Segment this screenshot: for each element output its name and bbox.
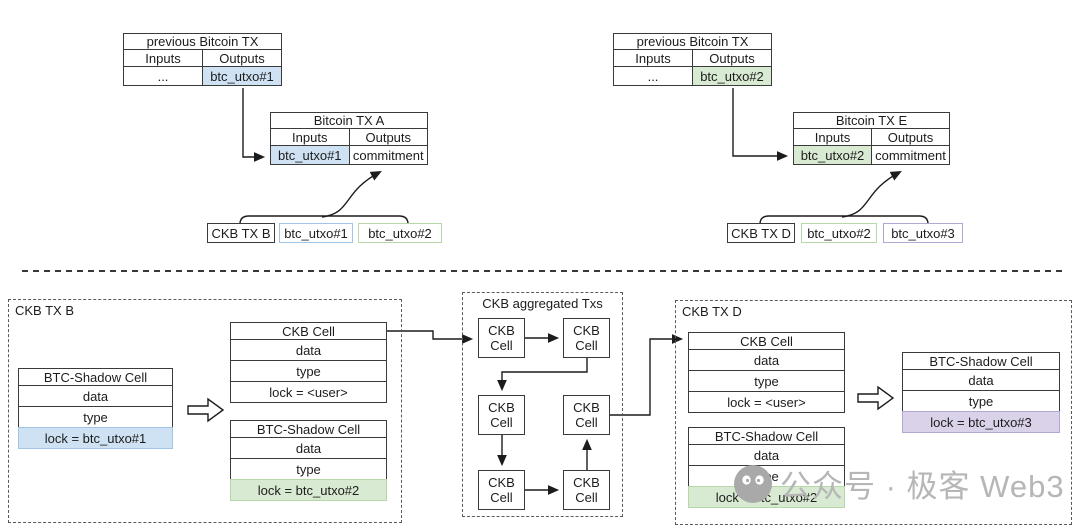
ckb-tx-b-group: CKB TX B <box>8 299 402 523</box>
lock-row: lock = btc_utxo#3 <box>902 411 1060 433</box>
data-row: data <box>902 369 1060 391</box>
btc-shadow-cell-table-output-txb: BTC-Shadow Cell data type lock = btc_utx… <box>230 420 387 501</box>
header-row: Inputs Outputs <box>793 128 950 146</box>
cell-title: CKB Cell <box>688 332 845 350</box>
type-row: type <box>902 390 1060 412</box>
mini-line1: CKB <box>573 323 600 338</box>
inputs-header-cell: Inputs <box>814 129 851 145</box>
data-row: data <box>230 339 387 361</box>
ckb-cell-table-txd: CKB Cell data type lock = <user> <box>688 332 845 413</box>
type-row: type <box>18 406 173 428</box>
arrow-prev-to-txA <box>242 88 266 162</box>
table-title: previous Bitcoin TX <box>123 33 282 50</box>
cell-title: BTC-Shadow Cell <box>18 368 173 386</box>
btc-shadow-cell-table-input-txd: BTC-Shadow Cell data type lock = btc_utx… <box>688 427 845 508</box>
value-row: btc_utxo#1 commitment <box>270 145 428 165</box>
mini-line1: CKB <box>488 400 515 415</box>
mini-line1: CKB <box>488 323 515 338</box>
bitcoin-tx-e-table: Bitcoin TX E Inputs Outputs btc_utxo#2 c… <box>793 112 950 165</box>
cell-title: CKB Cell <box>230 322 387 340</box>
ckb-cell-table-txb: CKB Cell data type lock = <user> <box>230 322 387 403</box>
arrow-prev-to-txE <box>732 88 789 161</box>
ckb-cell-mini-b: CKB Cell <box>563 318 610 358</box>
output-value-cell: commitment <box>871 146 949 164</box>
ckb-cell-mini-d: CKB Cell <box>563 395 610 435</box>
table-title: previous Bitcoin TX <box>613 33 772 50</box>
value-row: ... btc_utxo#1 <box>123 66 282 86</box>
inputs-header-cell: Inputs <box>292 129 328 145</box>
ckb-tx-d-chip: CKB TX D <box>727 223 795 243</box>
arrow-ckbD-to-commitment <box>841 171 902 218</box>
prev-bitcoin-tx-table-right: previous Bitcoin TX Inputs Outputs ... b… <box>613 33 772 86</box>
data-row: data <box>230 437 387 459</box>
value-row: btc_utxo#2 commitment <box>793 145 950 165</box>
arrow-ckbB-to-commitment <box>321 171 382 218</box>
cell-title: BTC-Shadow Cell <box>230 420 387 438</box>
mini-line2: Cell <box>575 338 598 353</box>
group-label: CKB TX D <box>682 304 742 319</box>
type-row: type <box>688 465 845 487</box>
header-row: Inputs Outputs <box>123 49 282 67</box>
btc-utxo1-chip: btc_utxo#1 <box>279 223 353 243</box>
header-row: Inputs Outputs <box>270 128 428 146</box>
cell-title: BTC-Shadow Cell <box>902 352 1060 370</box>
input-value-cell: btc_utxo#2 <box>794 146 871 164</box>
outputs-header-cell: Outputs <box>871 129 949 145</box>
lock-row: lock = <user> <box>230 381 387 403</box>
input-value-cell: ... <box>647 68 659 84</box>
mini-line2: Cell <box>490 415 513 430</box>
prev-bitcoin-tx-table-left: previous Bitcoin TX Inputs Outputs ... b… <box>123 33 282 86</box>
ckb-cell-mini-f: CKB Cell <box>563 470 610 510</box>
data-row: data <box>688 349 845 371</box>
inputs-header-cell: Inputs <box>635 50 671 66</box>
mini-line2: Cell <box>490 490 513 505</box>
value-row: ... btc_utxo#2 <box>613 66 772 86</box>
type-row: type <box>230 458 387 480</box>
group-label: CKB TX B <box>15 303 75 318</box>
ckb-aggregated-txs-group: CKB aggregated Txs <box>462 292 623 517</box>
data-row: data <box>688 444 845 466</box>
btc-utxo2-chip: btc_utxo#2 <box>801 223 877 243</box>
mini-line1: CKB <box>573 475 600 490</box>
table-title: Bitcoin TX A <box>270 112 428 129</box>
outputs-header-cell: Outputs <box>692 50 771 66</box>
lock-row: lock = <user> <box>688 391 845 413</box>
table-title: Bitcoin TX E <box>793 112 950 129</box>
header-row: Inputs Outputs <box>613 49 772 67</box>
group-label: CKB aggregated Txs <box>482 296 603 311</box>
btc-utxo2-chip: btc_utxo#2 <box>358 223 442 243</box>
input-value-cell: btc_utxo#1 <box>271 146 349 164</box>
output-value-cell: btc_utxo#2 <box>692 67 771 85</box>
input-value-cell: ... <box>157 68 169 84</box>
outputs-header-cell: Outputs <box>348 129 428 145</box>
bitcoin-tx-a-table: Bitcoin TX A Inputs Outputs btc_utxo#1 c… <box>270 112 428 165</box>
lock-row: lock = btc_utxo#1 <box>18 427 173 449</box>
btc-utxo3-chip: btc_utxo#3 <box>883 223 963 243</box>
type-row: type <box>688 370 845 392</box>
ckb-tx-d-group: CKB TX D <box>675 300 1072 525</box>
ckb-tx-b-chip: CKB TX B <box>207 223 275 243</box>
outputs-header-cell: Outputs <box>202 50 281 66</box>
mini-line1: CKB <box>573 400 600 415</box>
mini-line2: Cell <box>490 338 513 353</box>
mini-line2: Cell <box>575 490 598 505</box>
output-value-cell: commitment <box>348 146 428 164</box>
output-value-cell: btc_utxo#1 <box>202 67 281 85</box>
btc-shadow-cell-table-input: BTC-Shadow Cell data type lock = btc_utx… <box>18 368 173 449</box>
mini-line1: CKB <box>488 475 515 490</box>
lock-row: lock = btc_utxo#2 <box>230 479 387 501</box>
cell-title: BTC-Shadow Cell <box>688 427 845 445</box>
ckb-cell-mini-e: CKB Cell <box>478 470 525 510</box>
ckb-cell-mini-a: CKB Cell <box>478 318 525 358</box>
mini-line2: Cell <box>575 415 598 430</box>
inputs-header-cell: Inputs <box>145 50 181 66</box>
data-row: data <box>18 385 173 407</box>
btc-shadow-cell-table-output-txd: BTC-Shadow Cell data type lock = btc_utx… <box>902 352 1060 433</box>
type-row: type <box>230 360 387 382</box>
ckb-cell-mini-c: CKB Cell <box>478 395 525 435</box>
lock-row: lock = btc_utxo#2 <box>688 486 845 508</box>
